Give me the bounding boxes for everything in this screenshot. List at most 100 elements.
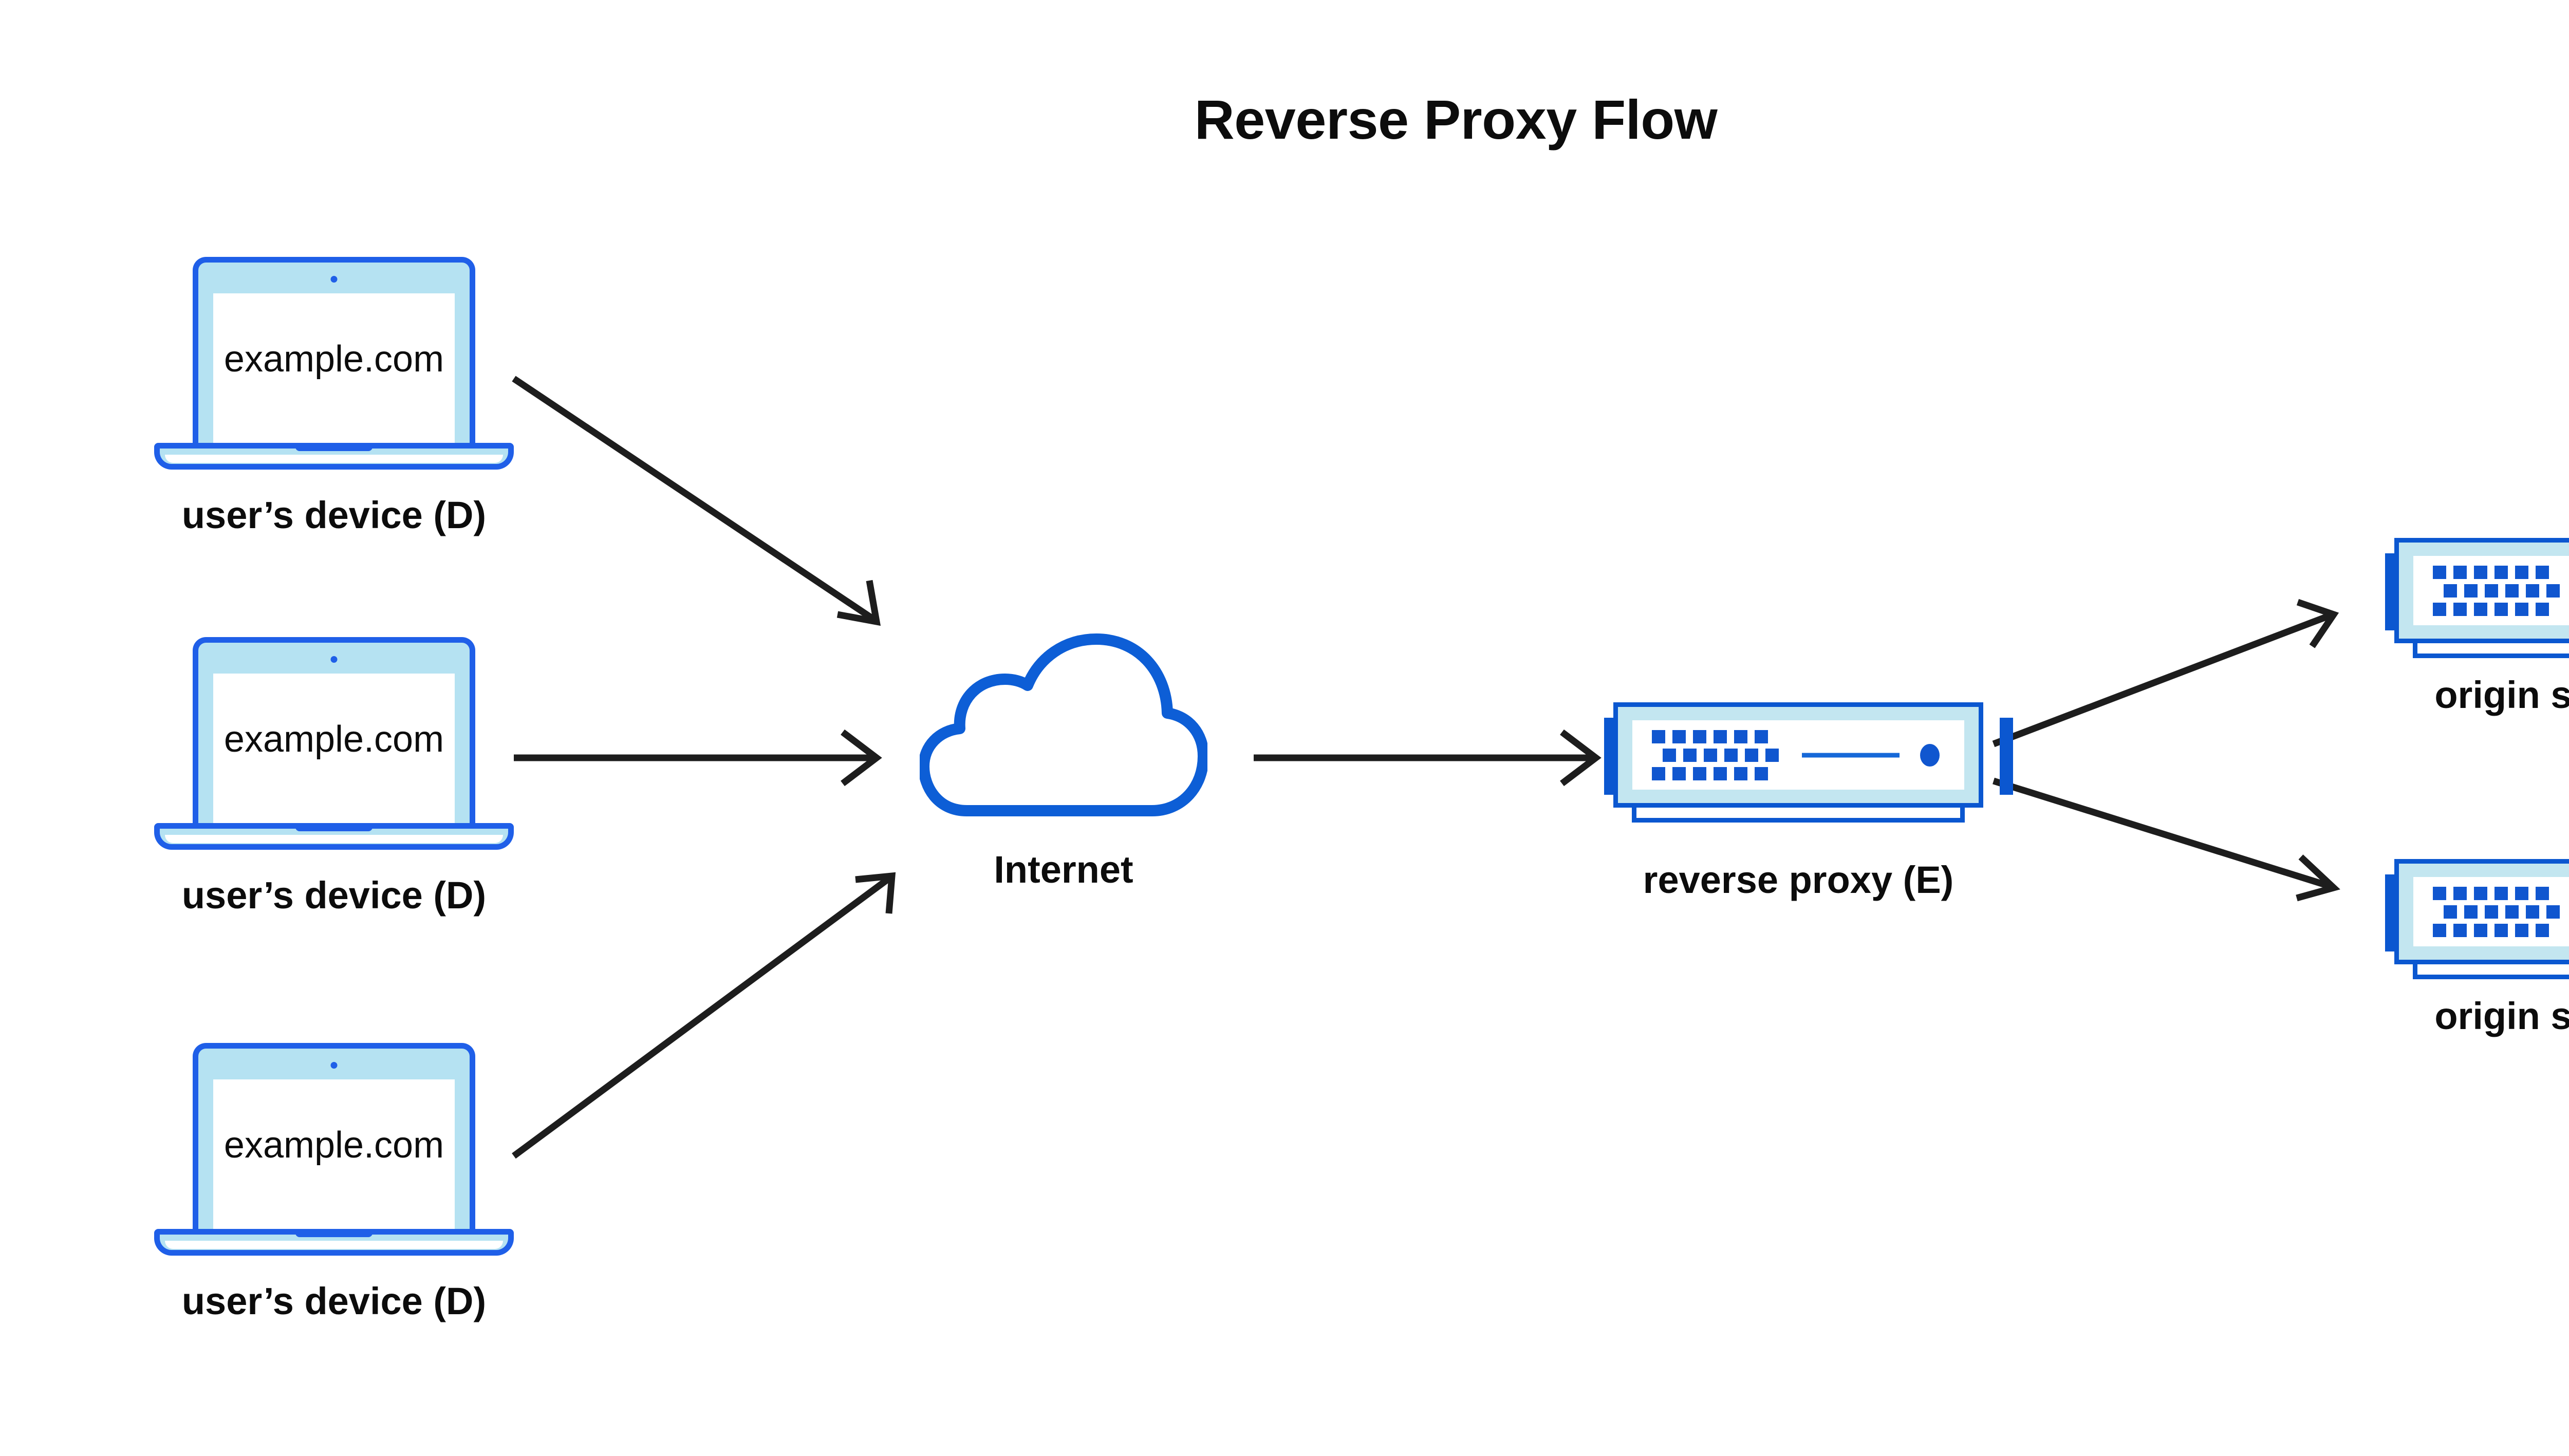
laptop-notch — [295, 1229, 373, 1237]
port-square — [2515, 565, 2528, 579]
arrow-device-top-to-internet — [512, 376, 881, 626]
port-square — [2444, 905, 2457, 919]
laptop-icon-device-middle[interactable]: example.com — [154, 637, 514, 858]
server-icon-origin-bottom[interactable] — [2385, 853, 2569, 981]
port-row — [2444, 584, 2567, 598]
laptop-notch — [295, 443, 373, 451]
port-square — [2546, 584, 2560, 598]
port-square — [1755, 730, 1768, 743]
arrow-device-bottom-to-internet — [512, 872, 896, 1159]
port-square — [2485, 905, 2498, 919]
cloud-icon-internet[interactable] — [918, 632, 1209, 827]
port-row — [2433, 923, 2556, 937]
port-square — [2515, 923, 2528, 937]
port-square — [1734, 730, 1747, 743]
port-square — [2536, 602, 2549, 616]
port-square — [2494, 565, 2508, 579]
port-square — [1714, 767, 1727, 780]
port-square — [2433, 602, 2446, 616]
port-square — [2494, 923, 2508, 937]
port-square — [1663, 748, 1676, 762]
server-led-icon — [1920, 743, 1940, 767]
port-row — [1652, 730, 1775, 743]
server-status-line — [1802, 753, 1900, 757]
port-square — [1755, 767, 1768, 780]
server-tab-right — [2000, 718, 2013, 795]
port-square — [2536, 886, 2549, 900]
port-square — [1652, 767, 1665, 780]
port-square — [2464, 905, 2478, 919]
laptop-lid: example.com — [193, 637, 475, 827]
port-square — [2474, 923, 2487, 937]
port-square — [1672, 730, 1686, 743]
port-square — [2453, 602, 2467, 616]
label-internet: Internet — [994, 848, 1133, 891]
port-square — [1724, 748, 1738, 762]
port-square — [2494, 886, 2508, 900]
port-row — [1663, 748, 1786, 762]
port-square — [1693, 730, 1706, 743]
port-square — [2444, 584, 2457, 598]
label-origin-server-top: origin server (F) — [2434, 674, 2569, 716]
laptop-base-highlight — [165, 835, 503, 843]
port-square — [2505, 584, 2519, 598]
server-ledge — [2413, 962, 2569, 979]
port-square — [2453, 565, 2467, 579]
port-row — [2433, 565, 2556, 579]
port-square — [2453, 886, 2467, 900]
server-faceplate — [2413, 556, 2569, 625]
label-device-middle: user’s device (D) — [181, 874, 487, 917]
server-faceplate — [2413, 877, 2569, 946]
port-row — [2433, 886, 2556, 900]
server-ledge — [2413, 641, 2569, 658]
port-square — [2433, 565, 2446, 579]
laptop-icon-device-bottom[interactable]: example.com — [154, 1043, 514, 1264]
laptop-icon-device-top[interactable]: example.com — [154, 257, 514, 478]
camera-dot-icon — [330, 656, 338, 663]
label-device-top: user’s device (D) — [181, 494, 487, 536]
port-row — [2444, 905, 2567, 919]
port-row — [1652, 767, 1775, 780]
page-title: Reverse Proxy Flow — [1194, 88, 1718, 151]
arrow-internet-to-reverse-proxy — [1254, 729, 1602, 787]
port-square — [2494, 602, 2508, 616]
server-port-grid — [2433, 886, 2560, 937]
arrow-reverse-proxy-to-origin-bottom — [1993, 777, 2340, 902]
server-ledge — [1632, 805, 1965, 823]
port-square — [2536, 923, 2549, 937]
laptop-screen: example.com — [213, 1079, 455, 1233]
port-square — [1704, 748, 1717, 762]
port-square — [1745, 748, 1758, 762]
server-icon-reverse-proxy[interactable] — [1604, 696, 2013, 825]
camera-dot-icon — [330, 1062, 338, 1069]
port-square — [1734, 767, 1747, 780]
server-body — [1613, 702, 1983, 808]
server-icon-origin-top[interactable] — [2385, 532, 2569, 660]
port-square — [2474, 886, 2487, 900]
server-body — [2394, 859, 2569, 964]
port-square — [2433, 886, 2446, 900]
laptop-screen: example.com — [213, 674, 455, 827]
laptop-lid: example.com — [193, 257, 475, 447]
port-square — [2515, 886, 2528, 900]
port-row — [2433, 602, 2556, 616]
screen-url-text: example.com — [224, 1124, 444, 1166]
server-port-grid — [2433, 565, 2560, 616]
port-square — [1672, 767, 1686, 780]
port-square — [2526, 905, 2539, 919]
port-square — [2526, 584, 2539, 598]
port-square — [1683, 748, 1697, 762]
laptop-lid: example.com — [193, 1043, 475, 1233]
server-body — [2394, 538, 2569, 643]
server-port-grid — [1652, 730, 1779, 780]
port-square — [2515, 602, 2528, 616]
screen-url-text: example.com — [224, 718, 444, 760]
laptop-screen: example.com — [213, 293, 455, 447]
port-square — [2546, 905, 2560, 919]
laptop-base-highlight — [165, 455, 503, 463]
port-square — [2485, 584, 2498, 598]
port-square — [1765, 748, 1779, 762]
label-reverse-proxy: reverse proxy (E) — [1643, 858, 1954, 901]
port-square — [2474, 602, 2487, 616]
